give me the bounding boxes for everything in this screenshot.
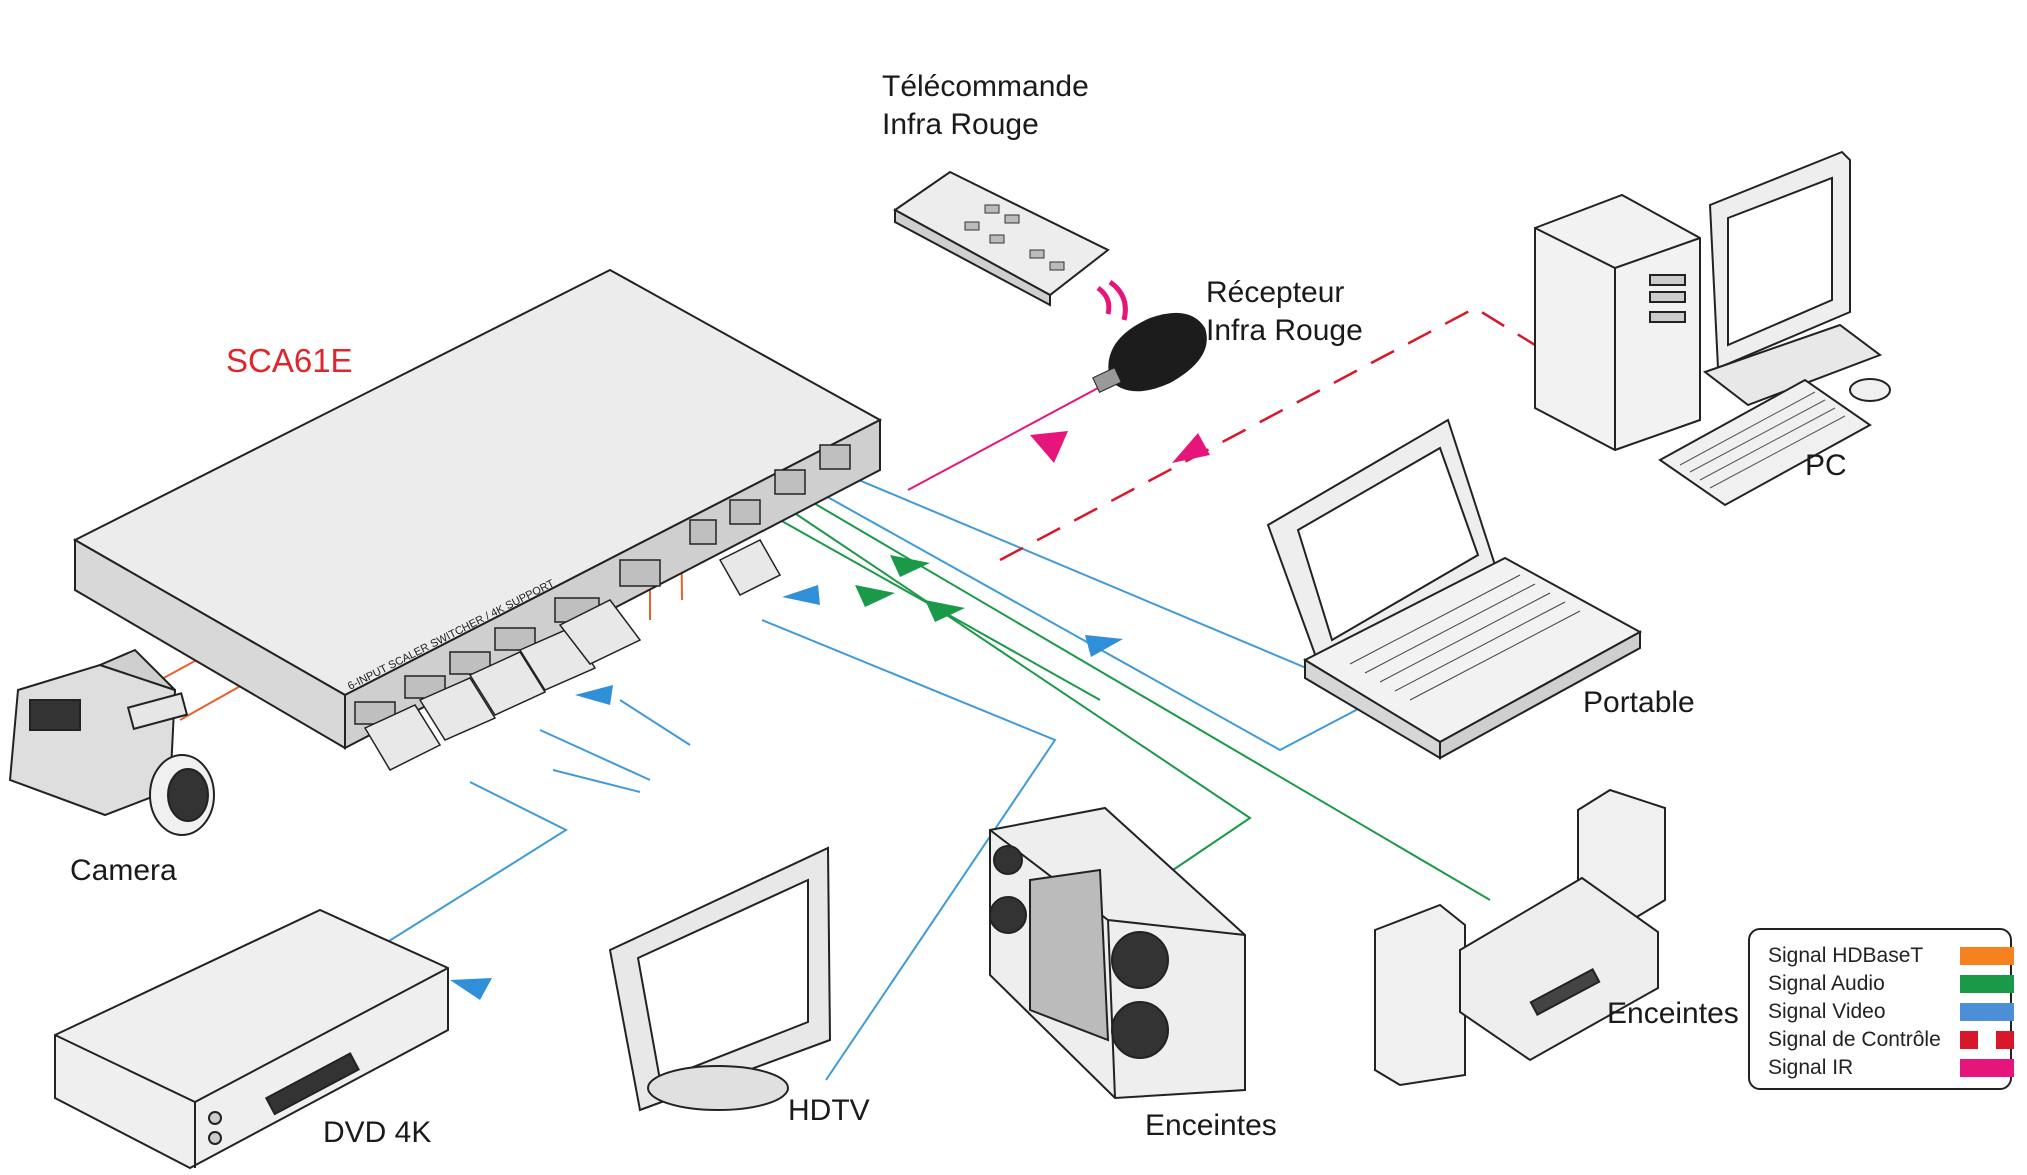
video-arrow: [1085, 635, 1123, 657]
device-title: SCA61E: [226, 342, 353, 379]
ir-signal-icon: [1096, 279, 1128, 321]
remote-label: Télécommande Infra Rouge: [882, 70, 1089, 141]
legend-swatch-red-dashed: [1960, 1031, 2014, 1049]
legend-label: Signal Video: [1768, 1000, 1886, 1023]
legend-swatch-orange: [1960, 947, 2014, 965]
legend-item-ir: Signal IR: [1768, 1054, 2014, 1082]
video-arrow: [450, 978, 492, 1000]
audio-arrow: [890, 555, 930, 577]
control-arrow: [1172, 433, 1210, 463]
dvd-player: [54, 908, 449, 1170]
ir-line: [907, 387, 1099, 491]
dvd-label: DVD 4K: [323, 1116, 432, 1149]
legend-item-video: Signal Video: [1768, 998, 2014, 1026]
speakers-center-label: Enceintes: [1145, 1109, 1277, 1142]
receiver-label: Récepteur Infra Rouge: [1206, 276, 1363, 347]
laptop: [1266, 418, 1643, 760]
legend-swatch-magenta: [1960, 1059, 2014, 1077]
control-line: [999, 306, 1536, 562]
camera-label: Camera: [70, 854, 177, 887]
stereo-system: [1374, 788, 1666, 1087]
video-arrow: [575, 685, 613, 705]
legend-item-audio: Signal Audio: [1768, 970, 2014, 998]
sca61e-device: [72, 268, 883, 771]
legend-swatch-blue: [1960, 1003, 2014, 1021]
pc-label: PC: [1805, 449, 1847, 482]
legend-item-hdbaset: Signal HDBaseT: [1768, 942, 2014, 970]
hdtv-label: HDTV: [788, 1094, 870, 1127]
remote-control: [893, 170, 1110, 307]
audio-arrow: [925, 600, 965, 622]
ir-receiver: [1092, 312, 1207, 393]
video-arrow: [782, 585, 820, 605]
legend-label: Signal HDBaseT: [1768, 944, 1924, 967]
audio-arrow: [855, 585, 895, 607]
hdtv: [608, 846, 832, 1112]
pc-computer: [1534, 150, 1891, 507]
center-speaker: [989, 806, 1246, 1100]
signal-legend: Signal HDBaseT Signal Audio Signal Video…: [1748, 928, 2014, 1090]
legend-label: Signal de Contrôle: [1768, 1028, 1941, 1051]
legend-label: Signal IR: [1768, 1056, 1854, 1079]
laptop-label: Portable: [1583, 686, 1695, 719]
ir-arrow: [1030, 431, 1068, 463]
legend-item-control: Signal de Contrôle: [1768, 1026, 2014, 1054]
camcorder: [8, 648, 215, 836]
speakers-right-label: Enceintes: [1607, 997, 1739, 1030]
legend-label: Signal Audio: [1768, 972, 1885, 995]
legend-swatch-green: [1960, 975, 2014, 993]
